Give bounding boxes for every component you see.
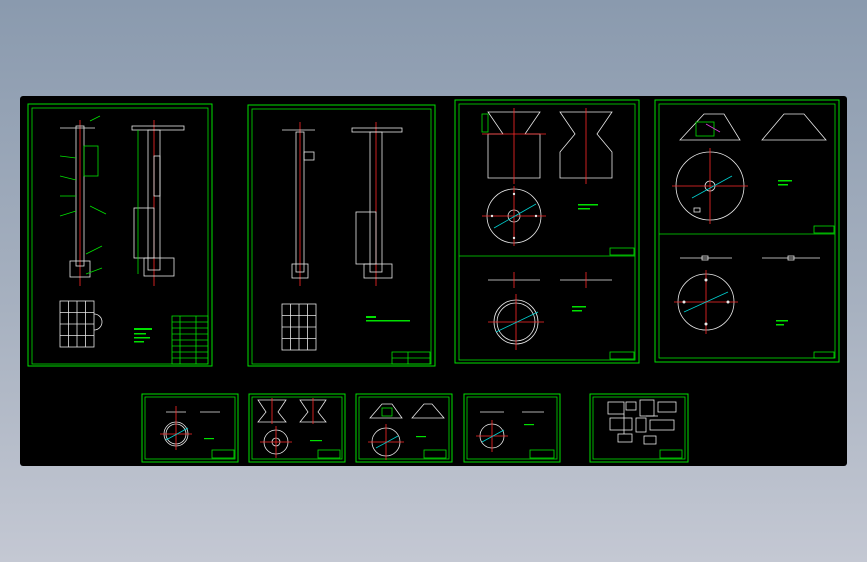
drawing-sheet-8[interactable] [463,393,561,463]
drawing-sheets-view[interactable] [20,96,847,466]
drawing-sheet-5[interactable] [141,393,239,463]
drawing-sheet-6[interactable] [248,393,346,463]
drawing-sheet-1[interactable] [27,103,213,367]
drawing-sheet-3[interactable] [454,99,640,364]
cad-model-space[interactable] [20,96,847,466]
drawing-sheet-9[interactable] [589,393,689,463]
drawing-sheet-2[interactable] [247,104,436,367]
drawing-sheet-7[interactable] [355,393,453,463]
drawing-sheet-4[interactable] [654,99,840,363]
